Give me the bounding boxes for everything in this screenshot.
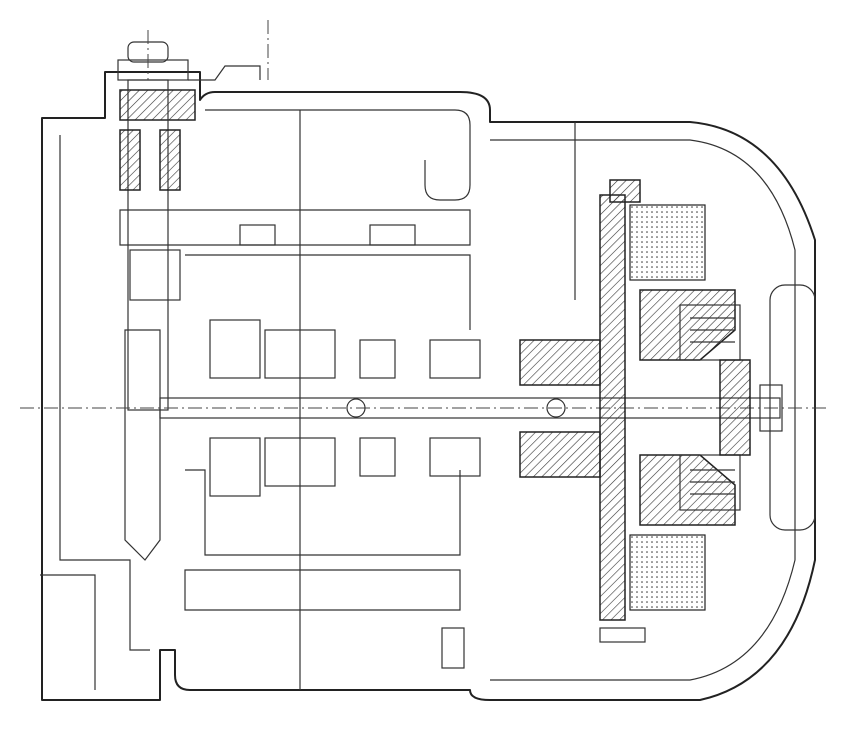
gear-set <box>209 224 481 497</box>
gearbox-housing <box>40 71 816 701</box>
multi-plate-clutch <box>519 179 816 621</box>
main-shaft <box>20 384 830 432</box>
bottom-bolts <box>441 627 646 669</box>
shift-lever-assembly <box>117 41 261 561</box>
